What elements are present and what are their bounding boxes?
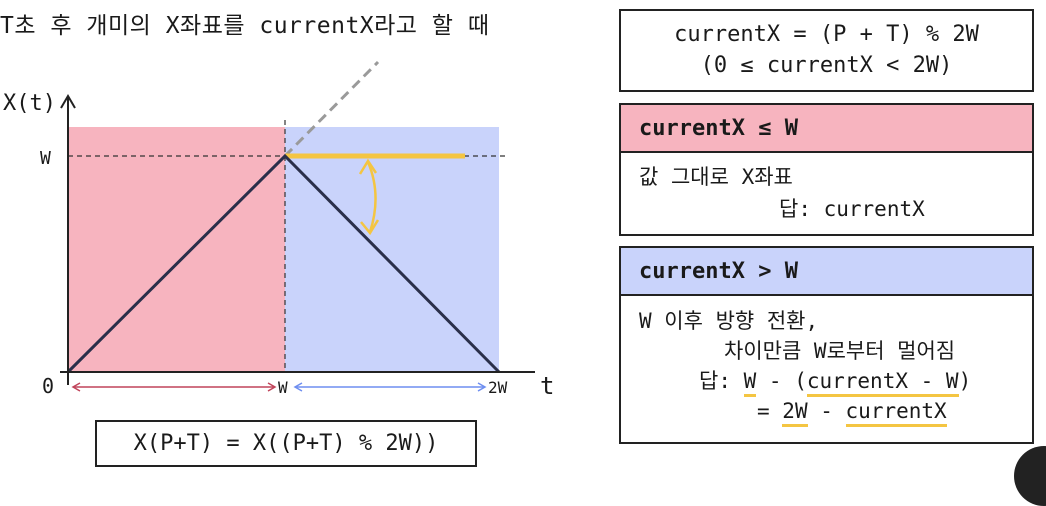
extended-path-dashed xyxy=(283,60,380,158)
x-tick-w: W xyxy=(278,378,288,397)
x-tick-2w: 2W xyxy=(488,378,508,397)
eq-prefix: = xyxy=(757,399,783,423)
region-right xyxy=(285,127,499,372)
formula-line2: (0 ≤ currentX < 2W) xyxy=(700,53,953,78)
y-axis-arrow xyxy=(60,94,76,109)
case1-answer: 답: currentX xyxy=(779,197,925,221)
formula-box: currentX = (P + T) % 2W (0 ≤ currentX < … xyxy=(619,9,1034,92)
case1-line1: 값 그대로 X좌표 xyxy=(639,165,793,189)
case2-line1: W 이후 방향 전환, xyxy=(639,309,819,333)
position-time-graph: X(t) W 0 W 2W t xyxy=(3,60,554,400)
y-tick-w: W xyxy=(40,148,51,169)
y-axis-label: X(t) xyxy=(3,91,56,116)
position-path xyxy=(66,153,501,374)
case2-answer: 답: W - (currentX - W) xyxy=(639,366,1032,397)
presenter-avatar xyxy=(1014,446,1046,506)
case2-title: currentX > W xyxy=(619,246,1034,296)
answer-end: ) xyxy=(958,369,972,393)
difference-arrow-head-bottom xyxy=(360,219,380,236)
left-span-arrowheads xyxy=(71,382,277,392)
answer-prefix: 답: xyxy=(699,369,744,393)
x-tick-0: 0 xyxy=(42,374,54,398)
eq-mid: - xyxy=(807,399,846,423)
formula-line1: currentX = (P + T) % 2W xyxy=(674,22,979,47)
case2-body: W 이후 방향 전환, 차이만큼 W로부터 멀어짐 답: W - (curren… xyxy=(619,294,1034,444)
x-axis-label: t xyxy=(540,372,554,400)
eq-2w: 2W xyxy=(782,399,808,427)
case1-title: currentX ≤ W xyxy=(619,103,1034,153)
right-span-arrowheads xyxy=(293,382,487,392)
region-left xyxy=(68,127,285,372)
bottom-formula: X(P+T) = X((P+T) % 2W)) xyxy=(95,420,477,467)
difference-arrow-head-top xyxy=(358,158,378,175)
case1-body: 값 그대로 X좌표 답: currentX xyxy=(619,151,1034,236)
answer-w: W xyxy=(743,369,757,397)
answer-mid: - ( xyxy=(756,369,807,393)
answer-currentx-minus-w: currentX - W xyxy=(806,369,959,397)
case2-equation: = 2W - currentX xyxy=(639,396,1032,427)
eq-currentx: currentX xyxy=(845,399,947,427)
case2-line2: 차이만큼 W로부터 멀어짐 xyxy=(724,339,956,363)
heading: T초 후 개미의 X좌표를 currentX라고 할 때 xyxy=(0,13,490,39)
difference-arrow xyxy=(366,161,377,233)
